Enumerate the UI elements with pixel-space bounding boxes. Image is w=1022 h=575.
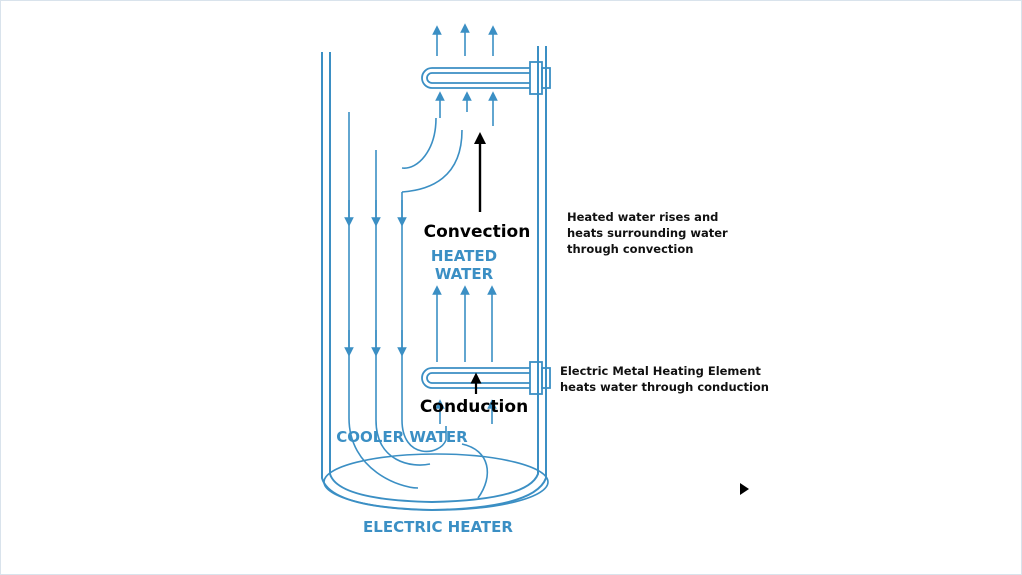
convection-note-line3: through convection [567, 242, 694, 256]
mid-upper-arrows [435, 91, 498, 126]
convection-note-line1: Heated water rises and [567, 210, 719, 224]
descending-arrows [344, 112, 407, 420]
tank-outline [321, 46, 549, 512]
bottom-swirls [348, 417, 489, 499]
tank-inner-wall [329, 46, 539, 504]
flange-top [529, 61, 551, 95]
conduction-note: Electric Metal Heating Element heats wat… [560, 363, 769, 395]
heated-water-label-line2: WATER [435, 265, 494, 283]
lower-heating-element [421, 367, 530, 389]
flange-bottom [529, 361, 551, 395]
upper-curved-flows [401, 117, 463, 193]
conduction-note-line2: heats water through conduction [560, 380, 769, 394]
conduction-label: Conduction [420, 397, 528, 417]
top-rising-arrows [432, 23, 498, 56]
convection-label: Convection [424, 222, 531, 242]
convection-note: Heated water rises and heats surrounding… [567, 209, 728, 257]
heated-water-label-line1: HEATED [431, 247, 497, 265]
convection-note-line2: heats surrounding water [567, 226, 728, 240]
cooler-water-label: COOLER WATER [336, 428, 468, 446]
tank-bottom-ellipse [323, 453, 549, 511]
heated-rising-arrows [432, 285, 497, 362]
electric-heater-label: ELECTRIC HEATER [363, 518, 513, 536]
conduction-note-line1: Electric Metal Heating Element [560, 364, 761, 378]
lower-small-arrows [435, 399, 497, 424]
play-icon[interactable] [740, 483, 749, 495]
upper-heating-element [421, 67, 530, 89]
